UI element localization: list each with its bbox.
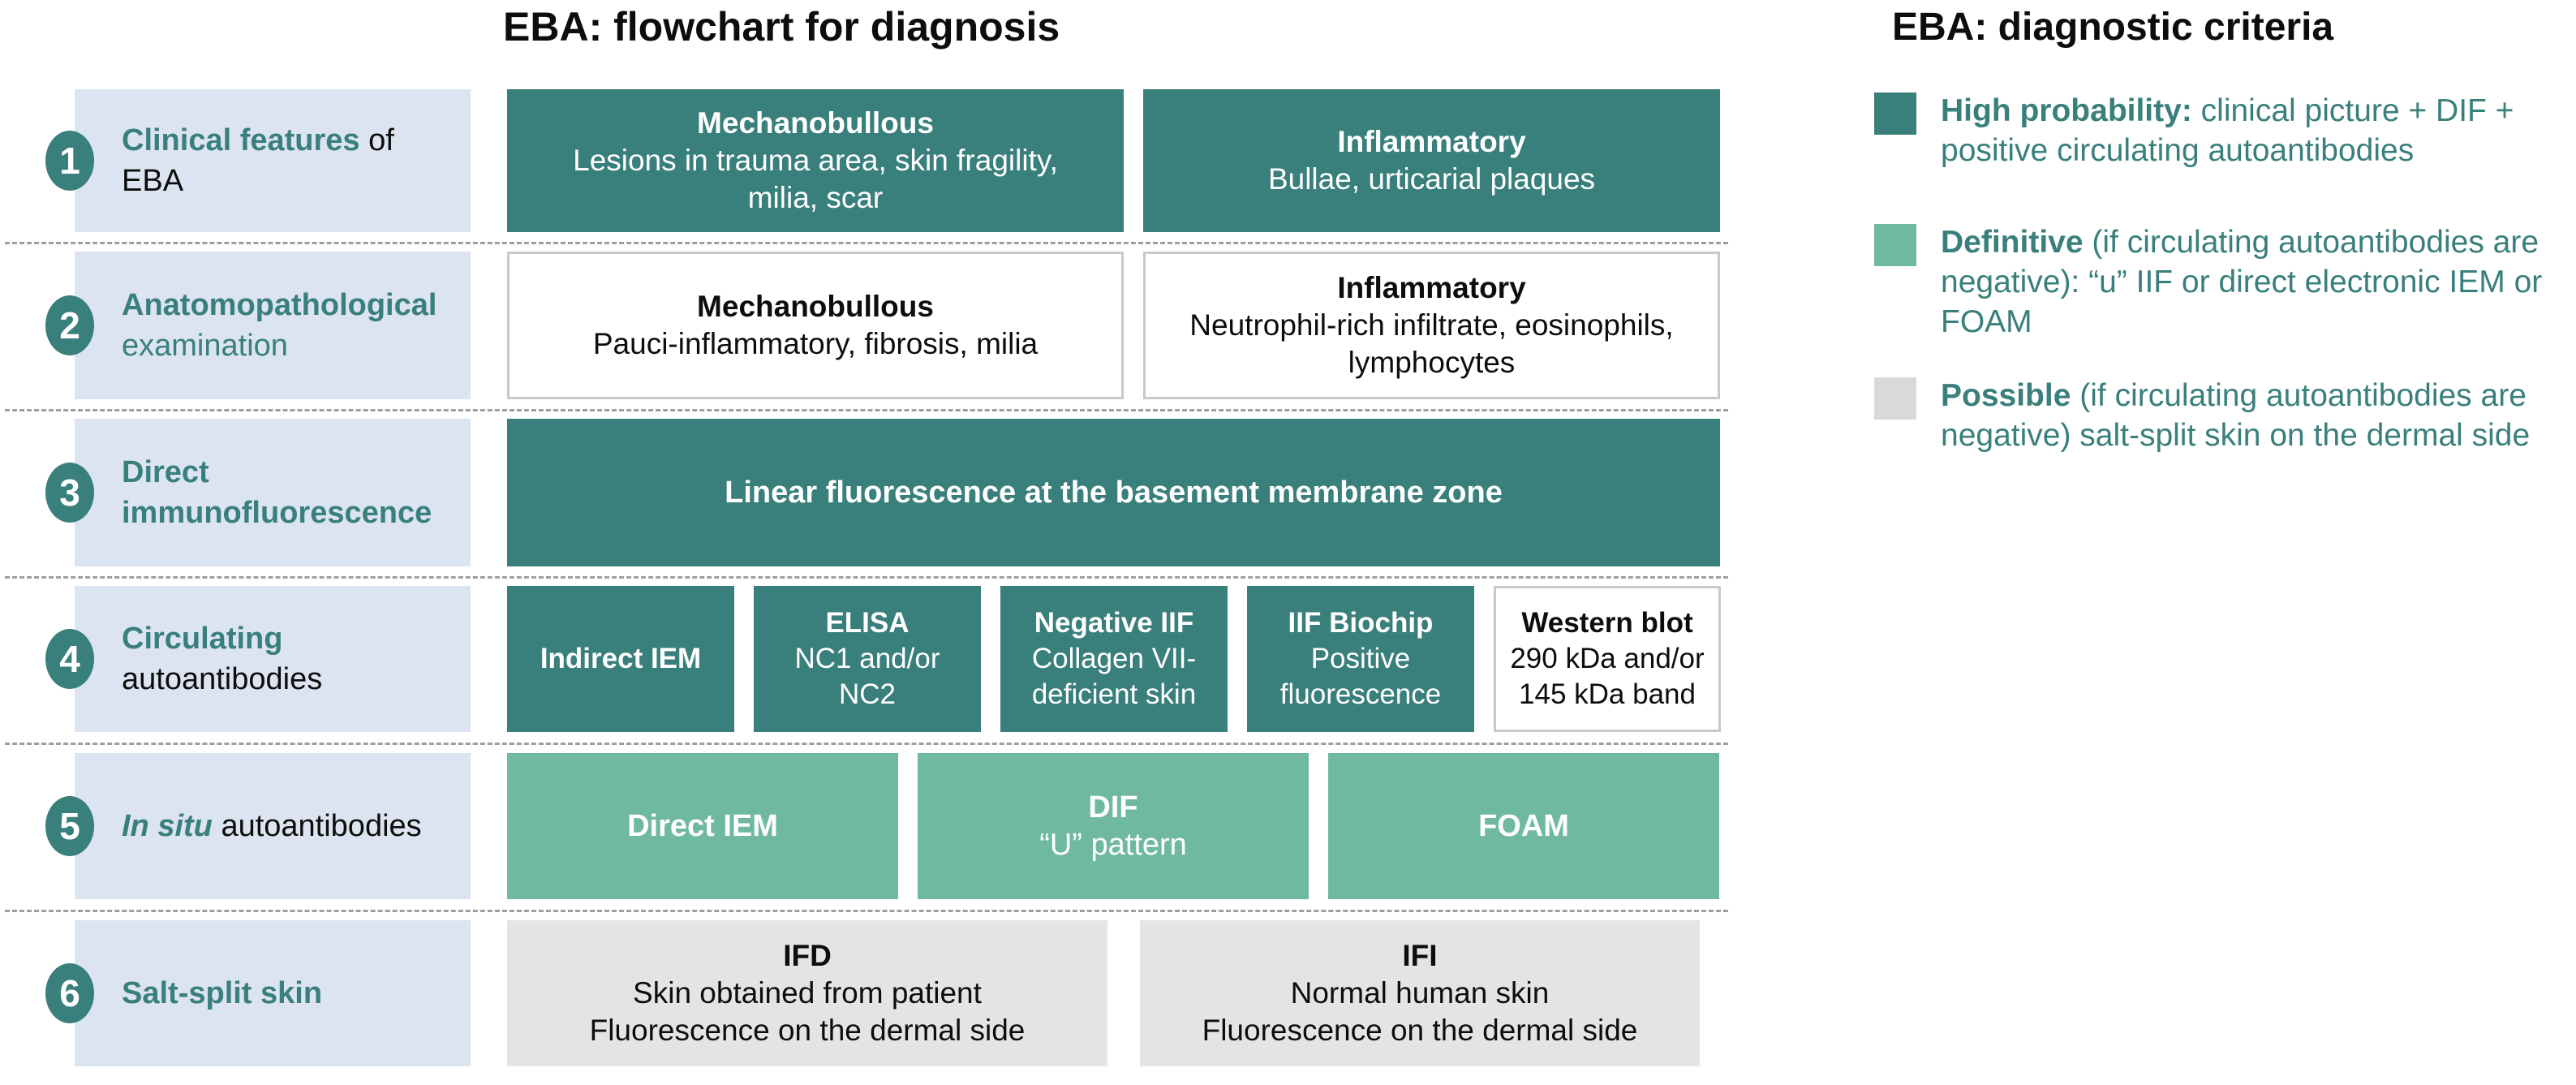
step-label-text: Clinical features of EBA [122,120,456,201]
box-body: NC1 and/or NC2 [794,643,940,710]
row-separator-3 [5,576,1728,579]
legend-swatch-possible [1874,377,1916,420]
box-title: IIF Biochip [1288,607,1434,639]
box-body: Pauci-inflammatory, fibrosis, milia [592,327,1039,360]
flow-box-elisa: ELISA NC1 and/or NC2 [754,586,981,732]
box-body: “U” pattern [1039,828,1187,862]
step-label-primary: Direct immunofluorescence [122,455,432,530]
criteria-lead: High probability: [1941,93,2192,128]
box-title: Inflammatory [1337,125,1526,158]
step-label-primary: Anatomopathological [122,288,437,322]
box-body: Positive fluorescence [1279,643,1442,710]
flowchart-title: EBA: flowchart for diagnosis [503,4,1060,50]
row-separator-2 [5,409,1728,411]
legend-swatch-definitive [1874,224,1916,266]
box-title: IFI [1402,939,1438,972]
box-body: Neutrophil-rich infiltrate, eosinophils,… [1189,308,1674,379]
step-circle-4: 4 [45,629,94,689]
legend-swatch-high-probability [1874,93,1916,135]
box-title: Linear fluorescence at the basement memb… [725,476,1503,510]
step-label-3: Direct immunofluorescence [75,419,471,566]
step-label-2: Anatomopathological examination [75,252,471,399]
criteria-lead: Possible [1941,378,2071,413]
box-title: Indirect IEM [540,643,702,674]
box-body: Collagen VII- deficient skin [1031,643,1197,710]
box-body: Bullae, urticarial plaques [1267,162,1596,196]
flow-box-western-blot: Western blot 290 kDa and/or 145 kDa band [1494,586,1721,732]
step-label-secondary: autoantibodies [122,662,323,696]
step-label-text: Salt-split skin [122,973,322,1014]
row-separator-5 [5,910,1728,912]
box-body: Normal human skin Fluorescence on the de… [1202,976,1638,1047]
step-label-5: In situ autoantibodies [75,753,471,899]
box-title: IFD [783,939,832,972]
flow-box-histology-inflammatory: Inflammatory Neutrophil-rich infiltrate,… [1143,252,1720,399]
step-label-primary: In situ [122,809,213,843]
criteria-rest: (if circulating autoantibodies are negat… [1941,225,2543,339]
step-circle-1: 1 [45,131,94,191]
step-label-1: Clinical features of EBA [75,89,471,232]
box-title: ELISA [825,607,910,639]
criteria-rest: (if circulating autoantibodies are negat… [1941,378,2531,453]
step-label-text: Circulating autoantibodies [122,618,456,700]
step-circle-5: 5 [45,796,94,856]
box-title: Negative IIF [1034,607,1194,639]
criteria-text: High probability: clinical picture + DIF… [1941,91,2576,170]
step-label-text: Direct immunofluorescence [122,452,456,533]
flow-box-clinical-mechanobullous: Mechanobullous Lesions in trauma area, s… [507,89,1124,232]
flow-box-dif-linear-fluorescence: Linear fluorescence at the basement memb… [507,419,1720,566]
step-label-primary: Clinical features [122,123,360,157]
flow-box-foam: FOAM [1328,753,1719,899]
step-label-4: Circulating autoantibodies [75,586,471,732]
criteria-rest: clinical picture + DIF + positive circul… [1941,93,2514,168]
step-label-primary: Circulating [122,622,283,656]
step-label-secondary: of EBA [122,123,394,198]
step-label-primary: Salt-split skin [122,976,323,1010]
flow-box-clinical-inflammatory: Inflammatory Bullae, urticarial plaques [1143,89,1720,232]
step-label-secondary: examination [122,329,288,363]
flow-box-indirect-iem: Indirect IEM [507,586,734,732]
criteria-text: Possible (if circulating autoantibodies … [1941,376,2576,455]
box-title: DIF [1088,790,1138,825]
step-circle-6: 6 [45,963,94,1023]
criteria-lead: Definitive [1941,225,2084,260]
box-title: Western blot [1521,607,1693,639]
box-body: Lesions in trauma area, skin fragility, … [573,144,1058,214]
criteria-item-high-probability: High probability: clinical picture + DIF… [1874,91,2576,170]
box-title: Inflammatory [1337,271,1526,304]
box-body: Skin obtained from patient Fluorescence … [589,976,1026,1047]
criteria-item-possible: Possible (if circulating autoantibodies … [1874,376,2576,455]
flow-box-direct-iem: Direct IEM [507,753,898,899]
step-label-text: In situ autoantibodies [122,806,422,846]
flow-box-iif-biochip: IIF Biochip Positive fluorescence [1247,586,1474,732]
row-separator-4 [5,743,1728,745]
row-separator-1 [5,242,1728,244]
flow-box-negative-iif: Negative IIF Collagen VII- deficient ski… [1000,586,1228,732]
box-title: FOAM [1478,809,1569,843]
box-title: Mechanobullous [697,290,934,323]
box-title: Mechanobullous [697,106,934,140]
criteria-title: EBA: diagnostic criteria [1892,6,2334,49]
flow-box-histology-mechanobullous: Mechanobullous Pauci-inflammatory, fibro… [507,252,1124,399]
flow-box-ifd: IFD Skin obtained from patient Fluoresce… [507,920,1107,1066]
criteria-text: Definitive (if circulating autoantibodie… [1941,222,2576,342]
flow-box-ifi: IFI Normal human skin Fluorescence on th… [1140,920,1700,1066]
criteria-item-definitive: Definitive (if circulating autoantibodie… [1874,222,2576,342]
step-circle-3: 3 [45,463,94,523]
box-body: 290 kDa and/or 145 kDa band [1510,643,1705,710]
flow-box-dif-u-pattern: DIF “U” pattern [918,753,1309,899]
step-label-6: Salt-split skin [75,920,471,1066]
step-circle-2: 2 [45,295,94,355]
step-label-secondary: autoantibodies [212,809,422,843]
box-title: Direct IEM [627,809,778,843]
criteria-legend: High probability: clinical picture + DIF… [1874,91,2576,455]
step-label-text: Anatomopathological examination [122,285,456,366]
